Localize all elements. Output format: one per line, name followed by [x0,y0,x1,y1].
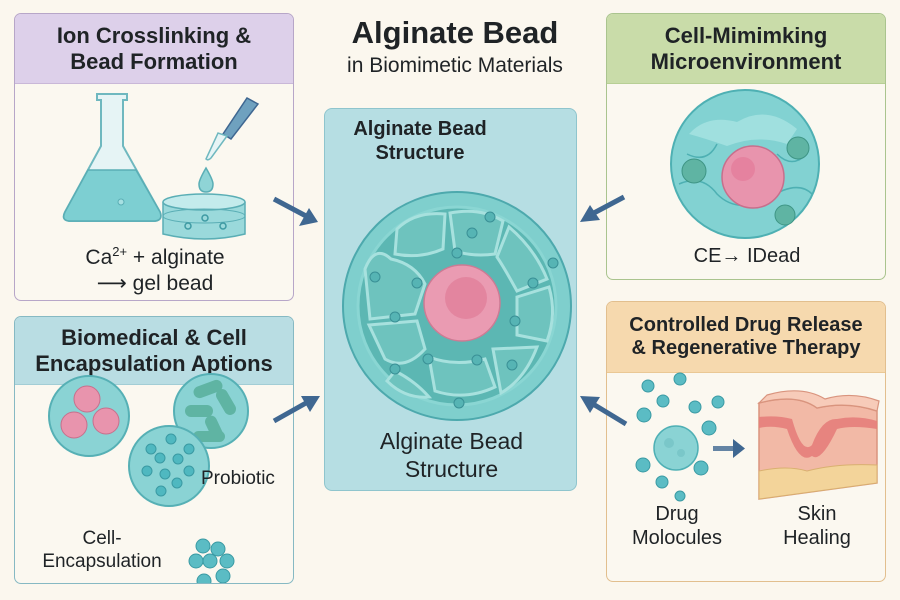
heading-line: Alginate Bead [353,118,487,140]
panel-header-line: Ion Crosslinking & [56,22,252,48]
panel-header: Ion Crosslinking & Bead Formation [15,14,293,84]
panel-biomedical-encapsulation: Biomedical & Cell Encapsulation Aptions [14,316,294,584]
label-line: Skin [797,503,837,525]
drug-molecules-label: Drug Molocules [627,502,727,551]
panel-header-line: & Regenerative Therapy [631,337,861,359]
encapsulation-illustration [48,373,249,583]
droplet-icon [198,166,214,193]
equation-product: gel bead [126,271,214,295]
equation-reactant: + alginate [127,246,225,269]
panel-drug-release: Controlled Drug Release & Regenerative T… [606,301,886,582]
title-subtitle: in Biomimetic Materials [347,54,563,78]
arrow-right-icon [713,439,745,458]
flask-and-dish-illustration [62,93,260,240]
panel-header-line: Encapsulation Aptions [35,350,273,376]
cell-encapsulation-label: Cell- Encapsulation [27,527,177,573]
ion-text: Ca [85,246,113,269]
panel-header-line: Controlled Drug Release [629,313,863,336]
micro-bead-cluster-icon [188,538,235,583]
heading-line: Structure [375,142,465,165]
panel-header: Controlled Drug Release & Regenerative T… [607,302,885,373]
skin-tissue-icon [757,390,880,500]
title-main: Alginate Bead [351,15,559,50]
probiotic-bead-icon [173,373,249,449]
label-line: Encapsulation [42,551,162,573]
erlenmeyer-flask-icon [62,93,162,222]
alginate-bead-cross-section-icon [342,191,572,421]
crosslinking-equation: Ca2+ + alginate ⟶ gel bead [15,244,293,296]
caption-line: Structure [404,456,499,483]
center-heading: Alginate Bead Structure [335,117,505,166]
panel-header: Biomedical & Cell Encapsulation Aptions [15,317,293,385]
caption-line: Alginate Bead [379,428,524,454]
cell-icon [670,89,820,239]
label-line: Cell- [82,528,122,549]
panel-cell-mimicking: Cell-Mimimking Microenvironment CE→ IDea… [606,13,886,280]
skin-healing-label: Skin Healing [767,502,867,551]
panel-header-line: Bead Formation [70,48,238,74]
panel-header-line: Biomedical & Cell [61,324,247,350]
panel-header: Cell-Mimimking Microenvironment [607,14,885,84]
ion-charge: 2+ [112,244,128,259]
center-caption: Alginate Bead Structure [325,427,578,483]
reaction-arrow-icon: ⟶ [96,271,127,295]
dropper-icon [205,97,260,161]
label-line: Healing [783,527,851,550]
label-line: Molocules [631,527,723,550]
panel-alginate-bead-structure: Alginate Bead Structure Alginate Bead [324,108,577,491]
cell-caption: CE→ IDead [693,245,801,267]
red-cell-bead-icon [48,375,130,457]
panel-header-line: Microenvironment [650,48,842,74]
drug-bead-icon [635,372,725,502]
panel-header-line: Cell-Mimimking [664,22,828,48]
diagram-title: Alginate Bead in Biomimetic Materials [300,14,610,78]
petri-dish-icon [162,193,246,240]
probiotic-label: Probiotic [201,468,275,489]
drug-release-illustration [635,372,880,502]
cell-bead-icon [128,425,210,507]
label-line: Drug [655,503,699,525]
panel-ion-crosslinking: Ion Crosslinking & Bead Formation Ca2+ +… [14,13,294,301]
